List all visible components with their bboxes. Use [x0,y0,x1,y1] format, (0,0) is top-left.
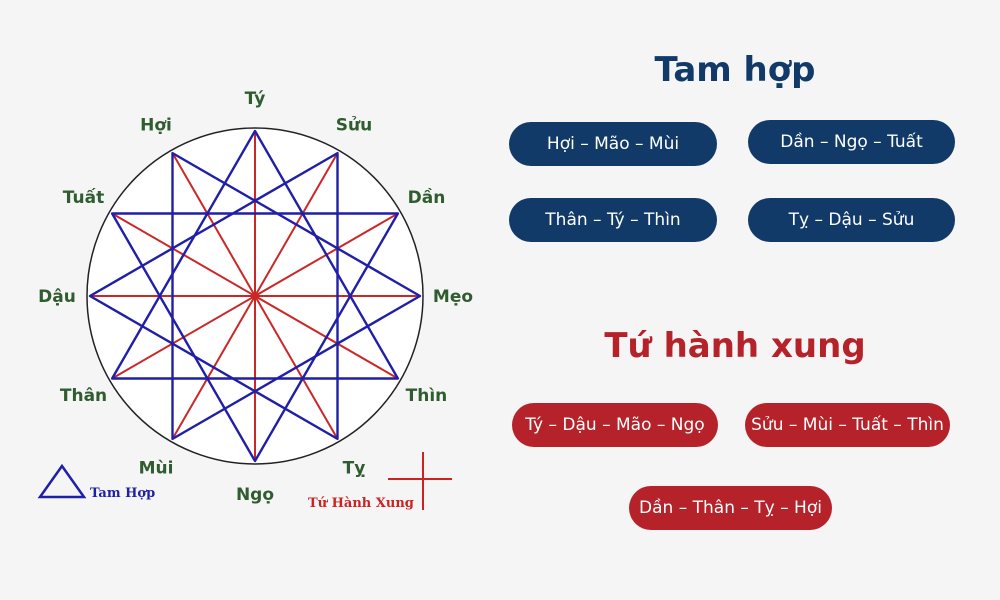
tu-hanh-xung-group-1: Tý – Dậu – Mão – Ngọ [512,403,718,447]
branch-label-mui: Mùi [139,458,174,478]
tam-hop-triangle-suu-ty-dau [88,151,339,441]
tam-hop-heading: Tam hợp [654,50,816,90]
legend-tu-hanh-xung-label: Tứ Hành Xung [308,496,414,511]
legend-tam-hop-label: Tam Hợp [90,486,155,501]
xung-line-ty-hoi [171,152,339,440]
branch-label-than: Thân [60,386,107,406]
tam-hop-group-3: Thân – Tý – Thìn [509,198,717,242]
branch-label-dau: Dậu [38,287,76,307]
tu-hanh-xung-lines [90,131,420,461]
cross-legend-icon [388,452,452,510]
branch-label-thin: Thìn [406,386,448,406]
tam-hop-group-2: Dần – Ngọ – Tuất [748,120,955,164]
tam-hop-triangle-ty-thin-than [110,129,400,380]
branch-label-ty: Tý [245,89,266,109]
branch-label-meo: Mẹo [433,287,473,307]
tam-hop-triangles [88,129,422,463]
legend-tu-hanh-xung: Tứ Hành Xung [308,452,452,511]
branch-label-ngo: Ngọ [236,485,274,505]
triangle-legend-icon [37,463,87,499]
branch-label-tuat: Tuất [63,187,104,208]
tu-hanh-xung-heading: Tứ hành xung [604,326,866,366]
branch-label-suu: Sửu [336,116,372,136]
tu-hanh-xung-group-3: Dần – Thân – Tỵ – Hợi [629,486,832,530]
branch-label-ty: Tỵ [343,458,366,478]
tam-hop-group-4: Tỵ – Dậu – Sửu [748,198,955,242]
tam-hop-triangle-dan-ngo-tuat [110,212,400,463]
tu-hanh-xung-group-2: Sửu – Mùi – Tuất – Thìn [745,403,950,447]
tam-hop-group-1: Hợi – Mão – Mùi [509,122,717,166]
branch-label-hoi: Hợi [140,116,172,136]
tam-hop-triangle-meo-mui-hoi [171,151,422,441]
legend-tam-hop: Tam Hợp [37,463,155,501]
branch-label-dan: Dần [408,187,446,208]
